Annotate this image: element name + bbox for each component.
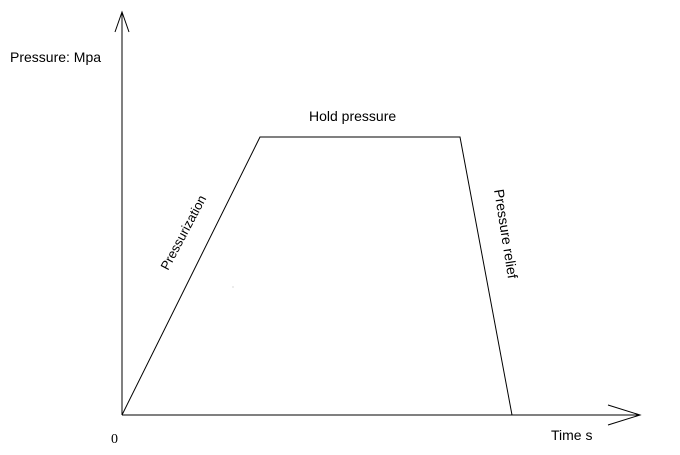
x-axis-label: Time s — [551, 427, 592, 443]
y-axis-label: Pressure: Mpa — [10, 49, 101, 65]
x-axis-arrowhead — [607, 404, 642, 426]
y-axis-arrowhead — [114, 10, 130, 33]
origin-label: 0 — [111, 432, 118, 447]
hold-pressure-label: Hold pressure — [309, 108, 396, 124]
pressure-relief-label: Pressure relief — [491, 188, 521, 280]
pressurization-label: Pressurization — [157, 193, 209, 273]
pressure-curve — [121, 136, 513, 416]
stray-dot — [232, 286, 234, 288]
